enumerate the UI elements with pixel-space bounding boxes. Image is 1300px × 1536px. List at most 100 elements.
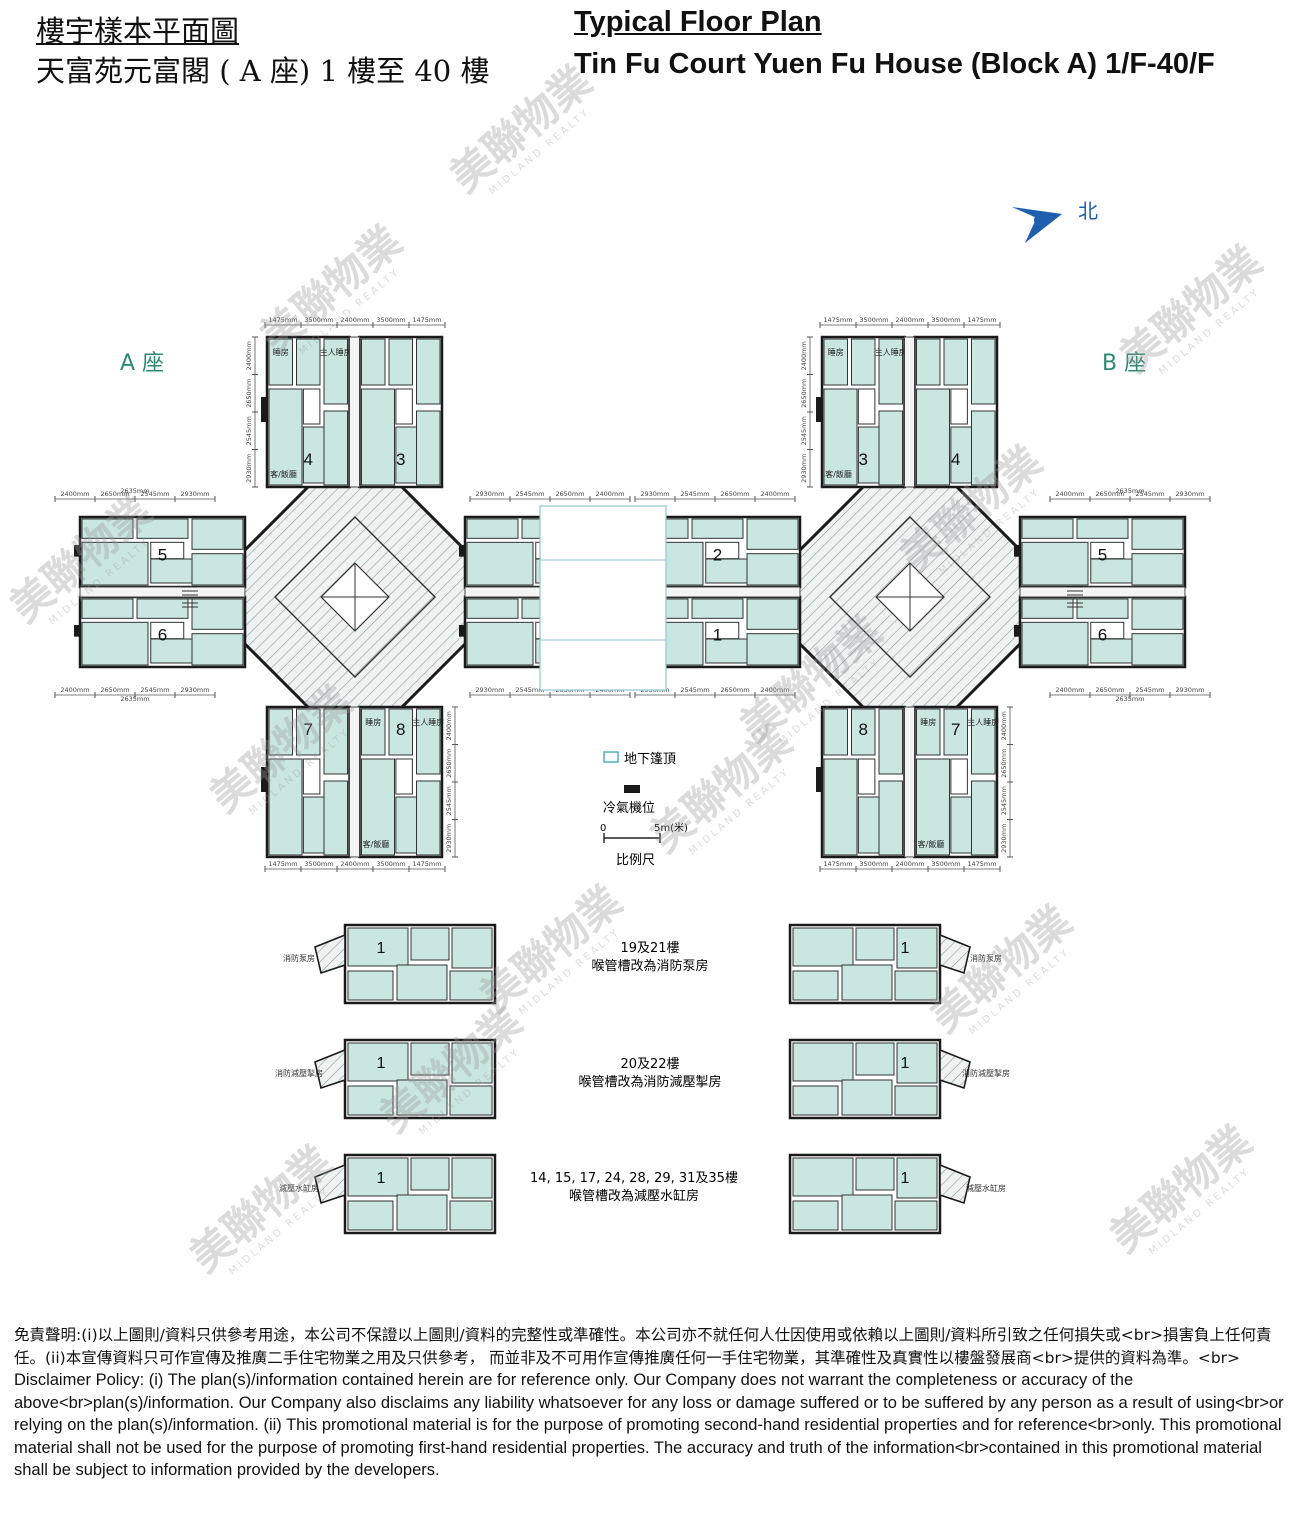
room-bedroom (823, 338, 848, 386)
dimension-label: 2635mm (1115, 487, 1144, 495)
room-living (792, 1157, 854, 1197)
room-bath (150, 621, 185, 640)
corridor (79, 586, 246, 598)
room-bedroom (855, 1042, 895, 1076)
dimension-label: 1475mm (823, 860, 852, 868)
unit-cluster: 4 (908, 335, 999, 489)
room-master (451, 1157, 493, 1199)
room-master (451, 1042, 493, 1084)
dimension-label: 1475mm (967, 316, 996, 324)
room-label-bedroom: 睡房 (920, 717, 936, 727)
room-master (451, 927, 493, 969)
variant-2-floors: 20及22樓 (620, 1057, 679, 1072)
room-kitchen (841, 964, 893, 1001)
dimension-label: 2545mm (1135, 686, 1164, 694)
room-living (347, 1042, 409, 1082)
room-bedroom (81, 518, 134, 539)
lift-lobby (829, 516, 991, 678)
room-bath (395, 758, 413, 795)
room-living (1021, 621, 1089, 666)
room-bath (302, 388, 321, 425)
ac-platform (1014, 625, 1020, 637)
room-kitchen (705, 558, 748, 584)
dimension-label: 3500mm (931, 316, 960, 324)
pump-room-label: 減壓水缸房 (279, 1183, 319, 1193)
room-living (916, 758, 950, 856)
room-master (323, 338, 348, 405)
room-bath (1090, 541, 1125, 560)
dimension-label: 1475mm (268, 860, 297, 868)
room-living (466, 621, 534, 666)
dimension-label: 2545mm (515, 686, 544, 694)
dimension-label: 2400mm (245, 341, 253, 370)
room-bedroom (916, 708, 941, 756)
watermark-logo: 美聯物業 (181, 1136, 341, 1282)
dimension-label: 2930mm (1000, 824, 1008, 853)
lift-lobby (274, 516, 436, 678)
dimension-label: 3500mm (304, 316, 333, 324)
room-bedroom (746, 633, 799, 666)
room-bedroom (855, 1157, 895, 1191)
unit-cluster: 6 (1014, 595, 1187, 669)
block-a-label: A 座 (120, 351, 164, 376)
room-kitchen (705, 638, 748, 664)
room-bath (150, 541, 185, 560)
room-living (347, 1157, 409, 1197)
corridor (349, 706, 360, 858)
dimension-label: 2400mm (340, 316, 369, 324)
unit-number: 7 (304, 720, 313, 739)
room-bedroom (943, 708, 968, 756)
pump-room (314, 1163, 346, 1205)
room-master (323, 708, 348, 775)
room-master (416, 708, 441, 775)
room-bedroom (388, 708, 413, 756)
unit-number: 1 (377, 1055, 386, 1072)
dimension-label: 3500mm (931, 860, 960, 868)
variant-1-note: 喉管槽改為消防泵房 (591, 958, 708, 974)
room-bedroom (323, 410, 348, 486)
room-bath (1090, 621, 1125, 640)
room-bedroom (388, 338, 413, 386)
dimension-label: 2400mm (760, 490, 789, 498)
unit-number: 1 (901, 940, 910, 957)
floor-plan-diagram: 北 A 座 B 座 主人睡房睡房客/飯廳437主人睡房睡房客/飯廳8562114… (1, 56, 1271, 1282)
room-bedroom (691, 518, 744, 539)
room-kitchen (1090, 558, 1133, 584)
room-kitchen (396, 964, 448, 1001)
room-bedroom (851, 708, 876, 756)
room-label-bedroom: 睡房 (828, 347, 844, 357)
dimension-label: 2545mm (1135, 490, 1164, 498)
lift-cross (876, 596, 944, 598)
legend-basement-roof: 地下篷頂 (624, 752, 676, 767)
block-b-label: B 座 (1102, 351, 1146, 376)
room-kitchen (841, 1079, 893, 1116)
dimension-label: 3500mm (376, 316, 405, 324)
dimension-label: 3500mm (376, 860, 405, 868)
scale-bar: 0 5m(米) 比例尺 (600, 821, 688, 868)
unit-number: 6 (158, 626, 167, 645)
unit-cluster: 7 (261, 705, 351, 859)
unit-number: 8 (859, 720, 868, 739)
room-bedroom (1021, 598, 1074, 619)
legend-swatch-roof (603, 751, 619, 763)
pump-room (939, 1163, 971, 1205)
room-bath (705, 621, 740, 640)
dimension-label: 2400mm (595, 490, 624, 498)
room-bedroom (296, 708, 321, 756)
dimension-label: 2545mm (515, 490, 544, 498)
room-living (823, 388, 858, 486)
dimension-label: 2400mm (60, 490, 89, 498)
dimension-label: 2400mm (760, 686, 789, 694)
room-bedroom (81, 598, 134, 619)
unit-cluster: 8 (816, 705, 906, 859)
dimension-label: 2545mm (140, 686, 169, 694)
dimension-label: 2400mm (1055, 490, 1084, 498)
room-bedroom (416, 410, 441, 486)
ac-platform (459, 625, 465, 637)
dimension-label: 1475mm (412, 860, 441, 868)
room-living (268, 758, 303, 856)
scale-zero: 0 (600, 823, 606, 834)
